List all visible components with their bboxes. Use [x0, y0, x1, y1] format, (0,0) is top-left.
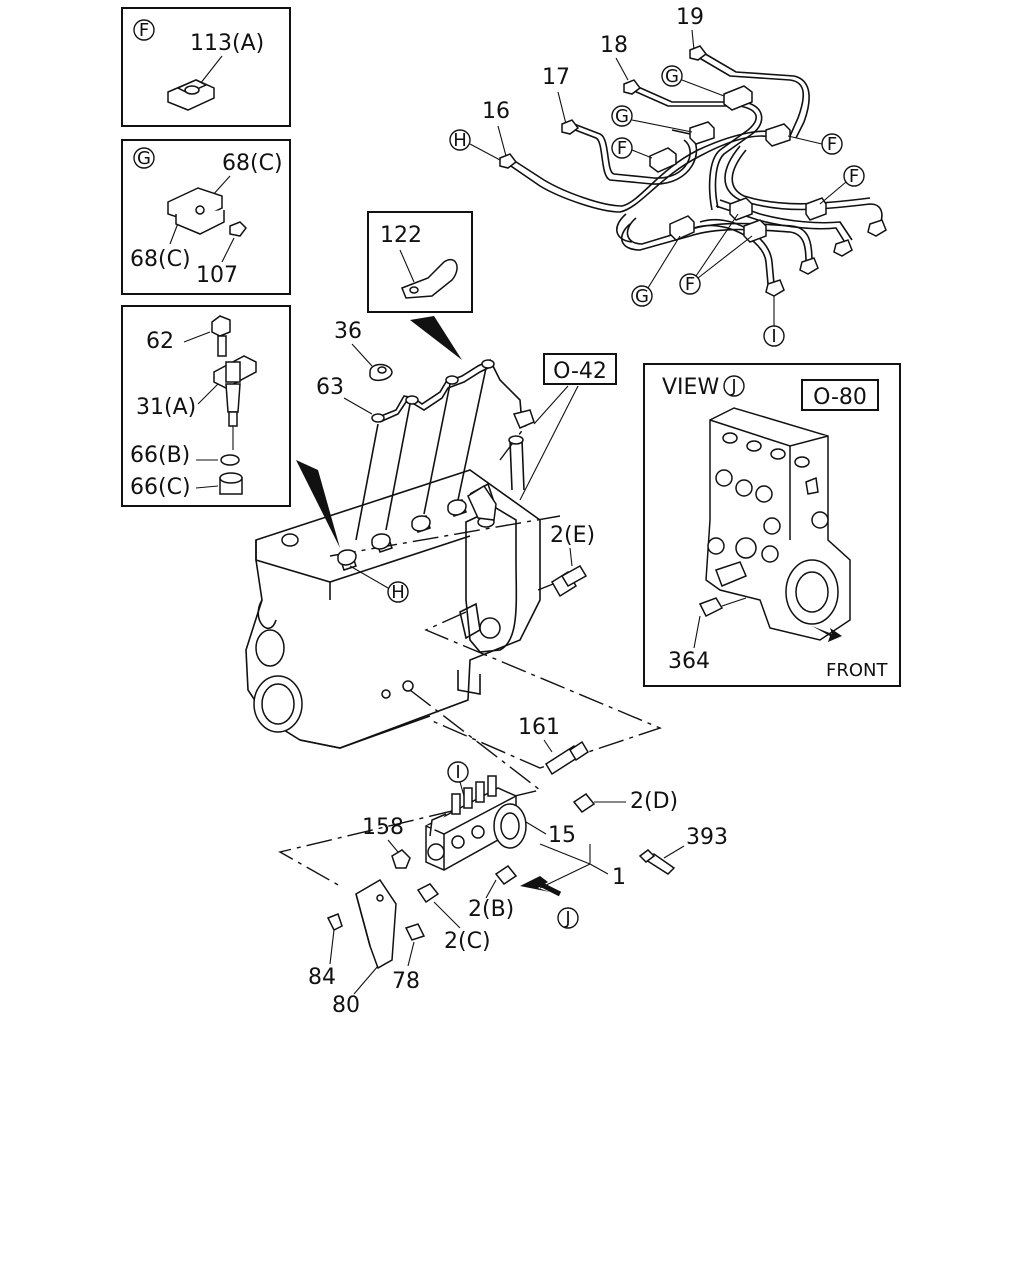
part-label-78: 78: [392, 969, 420, 994]
clip-122-shape: [401, 259, 458, 299]
ref-o42: O-42: [519, 353, 617, 501]
part-label-15: 15: [548, 823, 576, 848]
seal-66c-shape: [219, 472, 243, 495]
view-j-box: VIEW J O-80 364 FRONT: [643, 363, 901, 687]
part-label-107: 107: [196, 263, 238, 288]
part-label-2e: 2(E): [550, 523, 595, 548]
clamp-113a-shape: [167, 79, 215, 111]
part-label-1: 1: [612, 865, 626, 890]
pipe-label-18: 18: [600, 33, 628, 58]
pipe-label-16: 16: [482, 99, 510, 124]
leak-off-pipe: 36 63 H: [316, 319, 535, 603]
callout-letter-g: G: [137, 148, 151, 169]
part-label-63: 63: [316, 375, 344, 400]
engine-callout-h: H: [391, 582, 405, 603]
part-label-2c: 2(C): [444, 929, 491, 954]
part-label-68c-top: 68(C): [222, 151, 283, 176]
clamp-68c-shape: [167, 187, 225, 235]
injection-pump: 161 I 158 15 2(D) 393 1: [362, 715, 728, 954]
part-label-62: 62: [146, 329, 174, 354]
part-label-66b: 66(B): [130, 443, 190, 468]
part-label-393: 393: [686, 825, 728, 850]
part-label-2d: 2(D): [630, 789, 678, 814]
part-label-80: 80: [332, 993, 360, 1018]
callout-circle-f: [133, 19, 155, 41]
injection-pipes: 19 18 17 16: [449, 5, 887, 347]
detail-box-g: G 68(C) 68(C) 107: [121, 139, 291, 295]
pipe-label-17: 17: [542, 65, 570, 90]
front-arrow-icon: [812, 626, 842, 642]
pipe-callout-f4: F: [685, 274, 695, 295]
pipe-callout-g2: G: [615, 106, 629, 127]
front-label: FRONT: [826, 660, 888, 681]
ref-label-o80: O-80: [813, 385, 867, 410]
detail-box-injector: 62 31(A) 66(B) 66(C): [121, 305, 291, 507]
pipe-callout-h: H: [453, 130, 467, 151]
bolt-2e: 2(E): [550, 523, 595, 598]
nut-107-shape: [229, 221, 247, 237]
part-label-122: 122: [380, 223, 422, 248]
pipe-callout-g1: G: [665, 66, 679, 87]
callout-circle-g: [133, 147, 155, 169]
part-label-31a: 31(A): [136, 395, 196, 420]
callout-letter-f: F: [139, 20, 149, 41]
part-label-364: 364: [668, 649, 710, 674]
washer-66b-shape: [220, 454, 240, 466]
engine-callout-i: I: [455, 762, 460, 783]
part-label-161: 161: [518, 715, 560, 740]
injector-31a-shape: [211, 315, 257, 450]
part-label-68c-bottom: 68(C): [130, 247, 191, 272]
part-label-2b: 2(B): [468, 897, 514, 922]
part-label-158: 158: [362, 815, 404, 840]
pipe-callout-g3: G: [635, 286, 649, 307]
engine-callout-j: J: [564, 908, 570, 929]
part-label-113a: 113(A): [190, 31, 264, 56]
part-label-36: 36: [334, 319, 362, 344]
part-label-66c: 66(C): [130, 475, 191, 500]
view-j-title: VIEW: [662, 375, 719, 400]
pipe-label-19: 19: [676, 5, 704, 30]
view-j-letter: J: [730, 376, 736, 397]
pipe-callout-f1: F: [617, 138, 627, 159]
pipe-callout-i: I: [771, 326, 776, 347]
pipe-callout-f3: F: [849, 166, 859, 187]
part-label-84: 84: [308, 965, 336, 990]
bracket-80: 84 78 80: [308, 878, 426, 1018]
detail-box-f: F 113(A): [121, 7, 291, 127]
ref-label-o42: O-42: [553, 359, 607, 384]
pipe-callout-f2: F: [827, 134, 837, 155]
detail-box-122: 122: [367, 211, 473, 313]
